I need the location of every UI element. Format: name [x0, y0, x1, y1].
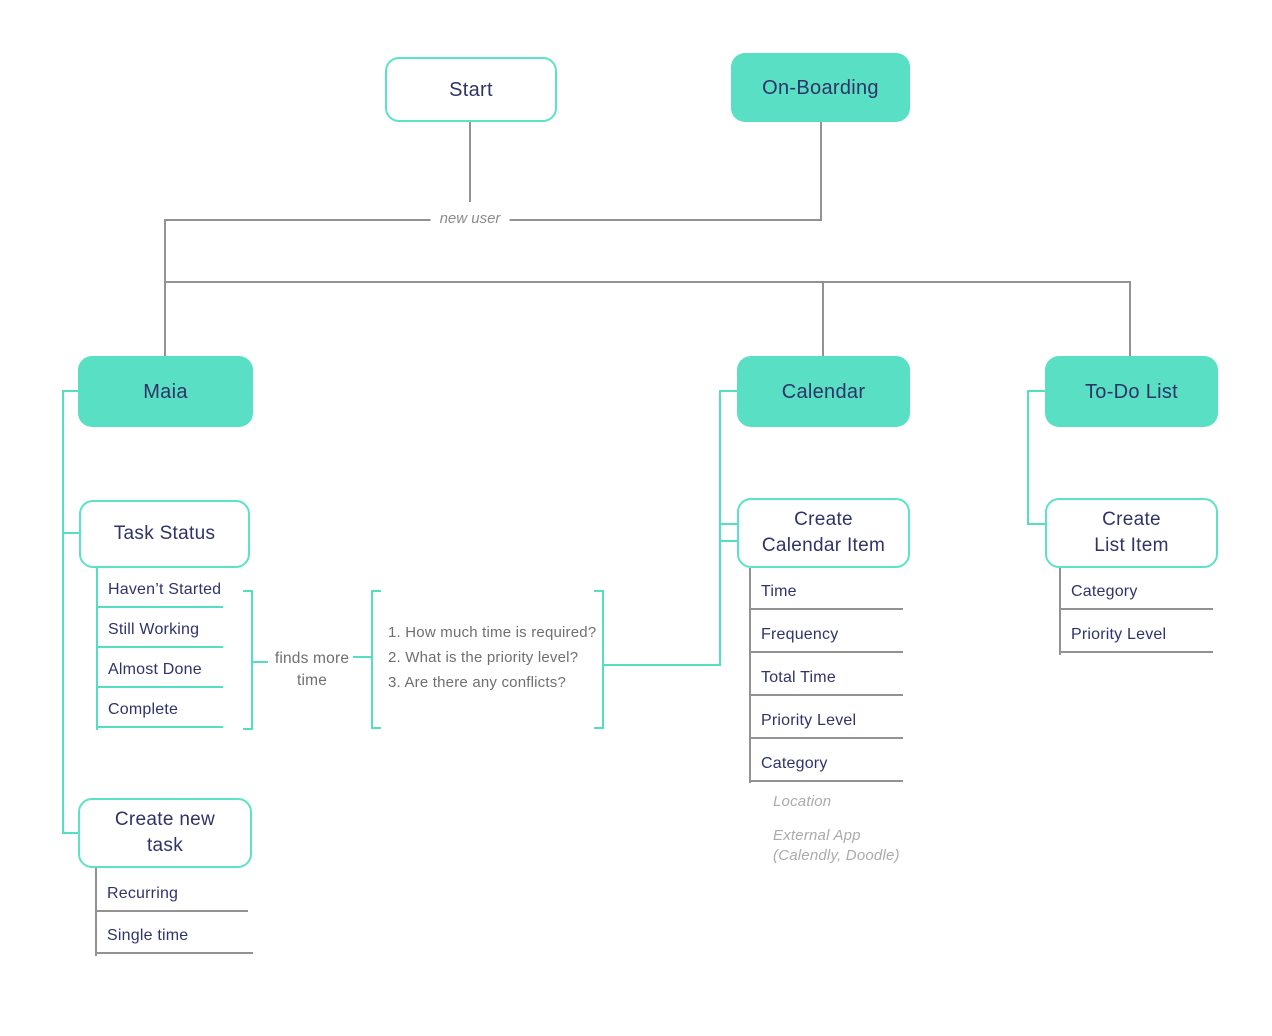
- node-todo-list[interactable]: To-Do List: [1045, 356, 1218, 427]
- list-item-label: Frequency: [761, 626, 839, 643]
- bracket-questions-right-tick-bottom: [594, 727, 602, 729]
- edge-label-to-bracket: [353, 656, 371, 658]
- node-label: Maia: [143, 380, 188, 403]
- edge-bracket-to-label: [253, 661, 268, 663]
- edge-create-task-list-vertical: [95, 868, 97, 956]
- edge-tick-calendar: [721, 390, 737, 392]
- node-label: Create new task: [114, 809, 216, 856]
- edge-todo-spine: [1027, 390, 1029, 525]
- node-label: Calendar: [781, 380, 866, 403]
- list-item-label: Priority Level: [1071, 626, 1167, 643]
- bracket-questions-left-tick-top: [373, 590, 381, 592]
- edge-tick-create-calendar-upper: [721, 523, 737, 525]
- bracket-questions-right-tick-top: [594, 590, 602, 592]
- bracket-questions-left: [371, 590, 373, 729]
- list-item-label: Haven’t Started: [108, 581, 222, 598]
- list-item: Recurring: [95, 872, 248, 912]
- list-item-label: Category: [1071, 583, 1138, 600]
- edge-left-corner-down: [164, 219, 166, 356]
- bracket-task-list: [251, 590, 253, 730]
- edge-todo-list-vertical: [1059, 568, 1061, 655]
- list-item: Priority Level: [749, 696, 903, 739]
- bracket-questions-right: [602, 590, 604, 729]
- list-item: Total Time: [749, 653, 903, 696]
- list-item-label: Complete: [108, 701, 179, 718]
- bracket-task-list-tick-bottom: [243, 728, 251, 730]
- list-item-label: Time: [761, 583, 797, 600]
- list-item: Still Working: [96, 608, 223, 648]
- bracket-task-list-tick-top: [243, 590, 251, 592]
- list-item-label: Total Time: [761, 669, 836, 686]
- note-location: Location: [773, 793, 832, 810]
- node-label: Task Status: [113, 523, 216, 544]
- node-label: Start: [449, 78, 493, 101]
- list-item: Category: [1059, 567, 1213, 610]
- edge-label-finds-more-time: finds more time: [274, 650, 350, 689]
- edge-label-new-user: new user: [430, 210, 510, 227]
- edge-calendar-spine: [719, 390, 721, 666]
- list-item: Category: [749, 739, 903, 782]
- list-item-label: Recurring: [107, 885, 179, 902]
- node-task-status[interactable]: Task Status: [79, 500, 250, 568]
- node-calendar[interactable]: Calendar: [737, 356, 910, 427]
- edge-calendar-drop: [822, 281, 824, 356]
- edge-tick-create-new-task: [62, 832, 79, 834]
- edge-todo-drop: [1129, 281, 1131, 356]
- list-item: Frequency: [749, 610, 903, 653]
- node-create-calendar-item[interactable]: Create Calendar Item: [737, 498, 910, 568]
- edge-tick-todo: [1027, 390, 1045, 392]
- node-label: On-Boarding: [762, 76, 879, 99]
- list-item-label: Single time: [107, 927, 189, 944]
- edge-questions-to-calendar-h: [604, 664, 721, 666]
- list-item: Complete: [96, 688, 223, 728]
- edge-tick-task-status: [62, 532, 79, 534]
- note-external-app: External App (Calendly, Doodle): [773, 827, 900, 864]
- edge-tick-maia: [62, 390, 79, 392]
- list-item: Priority Level: [1059, 610, 1213, 653]
- list-item-label: Still Working: [108, 621, 200, 638]
- node-create-list-item[interactable]: Create List Item: [1045, 498, 1218, 568]
- edge-tick-create-calendar-lower: [721, 540, 737, 542]
- questions-list: 1. How much time is required? 2. What is…: [388, 624, 597, 691]
- edge-onboarding-down: [820, 122, 822, 219]
- edge-task-list-vertical: [96, 568, 98, 730]
- node-create-new-task[interactable]: Create new task: [78, 798, 252, 868]
- node-label: Create Calendar Item: [761, 509, 886, 556]
- list-item: Haven’t Started: [96, 568, 223, 608]
- list-item-label: Category: [761, 755, 828, 772]
- bracket-questions-left-tick-bottom: [373, 727, 381, 729]
- edge-maia-spine: [62, 390, 64, 834]
- node-label: Create List Item: [1094, 509, 1169, 556]
- edge-start-down: [469, 122, 471, 202]
- node-onboarding[interactable]: On-Boarding: [731, 53, 910, 122]
- node-start[interactable]: Start: [385, 57, 557, 122]
- list-item: Time: [749, 567, 903, 610]
- edge-tick-create-list: [1027, 523, 1045, 525]
- list-item-label: Almost Done: [108, 661, 202, 678]
- list-item: Almost Done: [96, 648, 223, 688]
- edge-calendar-list-vertical: [749, 568, 751, 783]
- list-item: Single time: [95, 914, 253, 954]
- node-maia[interactable]: Maia: [78, 356, 253, 427]
- node-label: To-Do List: [1084, 380, 1179, 403]
- list-item-label: Priority Level: [761, 712, 857, 729]
- edge-main-horizontal: [164, 281, 1131, 283]
